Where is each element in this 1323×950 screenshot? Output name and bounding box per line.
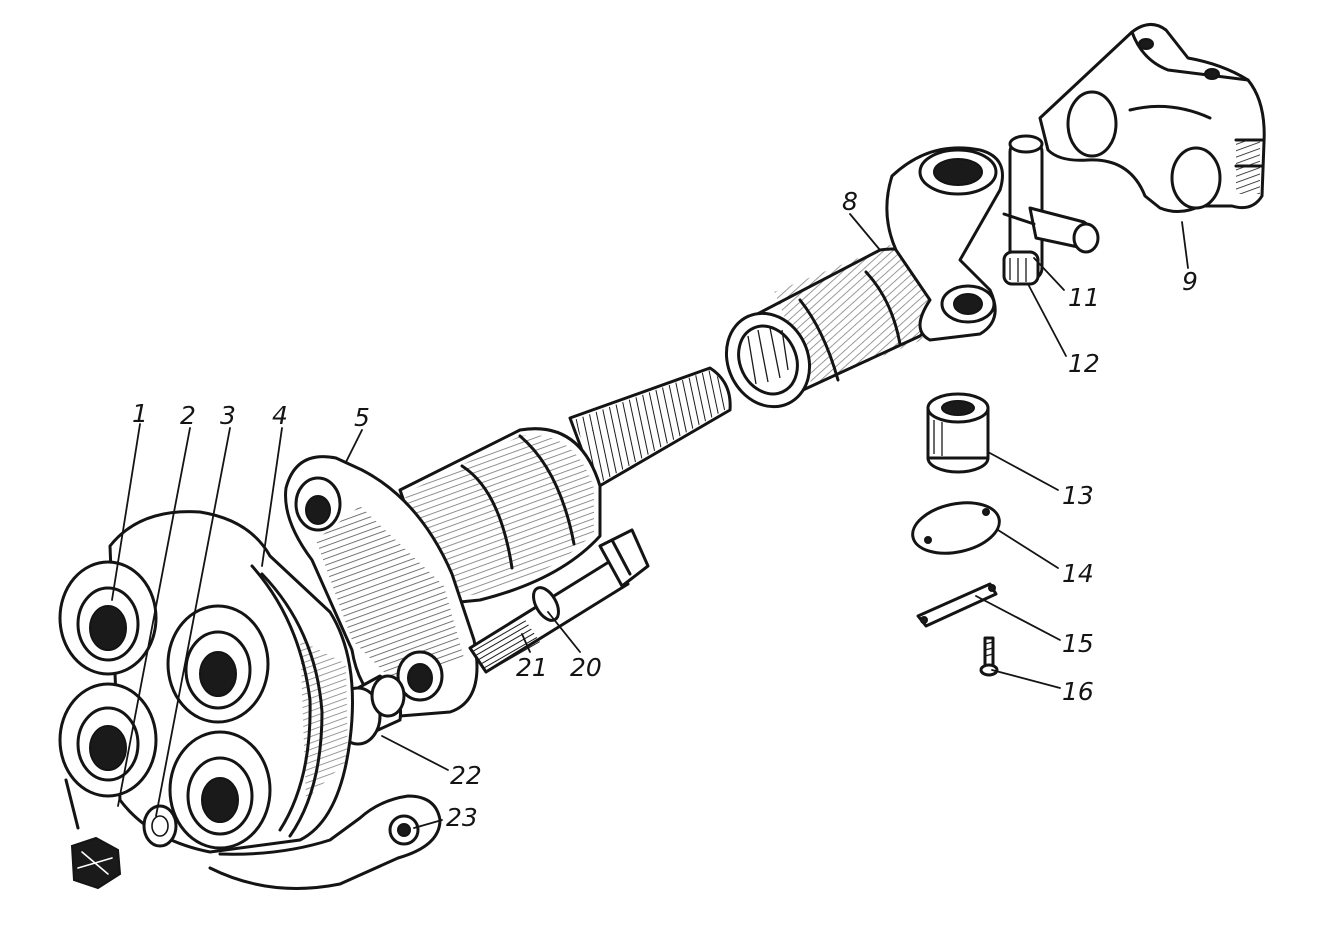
callout-15: 15 xyxy=(1062,629,1094,658)
callout-8: 8 xyxy=(842,187,858,216)
castle-nut xyxy=(70,836,122,890)
callout-11: 11 xyxy=(1068,283,1100,312)
callout-23: 23 xyxy=(446,803,478,832)
leader-lines xyxy=(111,213,1189,829)
callout-1: 1 xyxy=(132,399,148,428)
roller-lower xyxy=(168,730,272,850)
cover-plate-part-14 xyxy=(911,501,1001,555)
callout-4: 4 xyxy=(272,401,288,430)
callout-12: 12 xyxy=(1068,349,1100,378)
roller-part-2 xyxy=(58,682,158,798)
callout-21: 21 xyxy=(516,653,548,682)
callout-labels: 1 2 3 4 5 8 9 11 12 13 14 15 16 20 21 22… xyxy=(132,187,1198,832)
needle-bearing-part-12 xyxy=(1002,250,1040,286)
lock-plate-part-15 xyxy=(916,582,998,628)
lock-ring xyxy=(142,804,178,848)
gear-housing xyxy=(398,427,602,606)
sleeve-yoke-part-8 xyxy=(724,146,1004,409)
bearing-cup-part-13 xyxy=(926,392,990,474)
callout-16: 16 xyxy=(1062,677,1094,706)
splined-shaft xyxy=(568,366,732,490)
screw-part-16 xyxy=(979,636,999,677)
roller-part-3 xyxy=(166,604,270,724)
callout-3: 3 xyxy=(220,401,236,430)
steering-arm-part-23 xyxy=(208,794,442,890)
callout-13: 13 xyxy=(1062,481,1094,510)
callout-2: 2 xyxy=(180,401,196,430)
callout-20: 20 xyxy=(570,653,602,682)
callout-22: 22 xyxy=(450,761,482,790)
roller-part-1 xyxy=(58,560,158,676)
cotter-pin xyxy=(64,778,80,830)
callout-5: 5 xyxy=(354,403,370,432)
callout-14: 14 xyxy=(1062,559,1094,588)
yoke-flange-part-9 xyxy=(1038,23,1266,213)
callout-9: 9 xyxy=(1182,267,1198,296)
bracket-part-5 xyxy=(284,455,479,718)
